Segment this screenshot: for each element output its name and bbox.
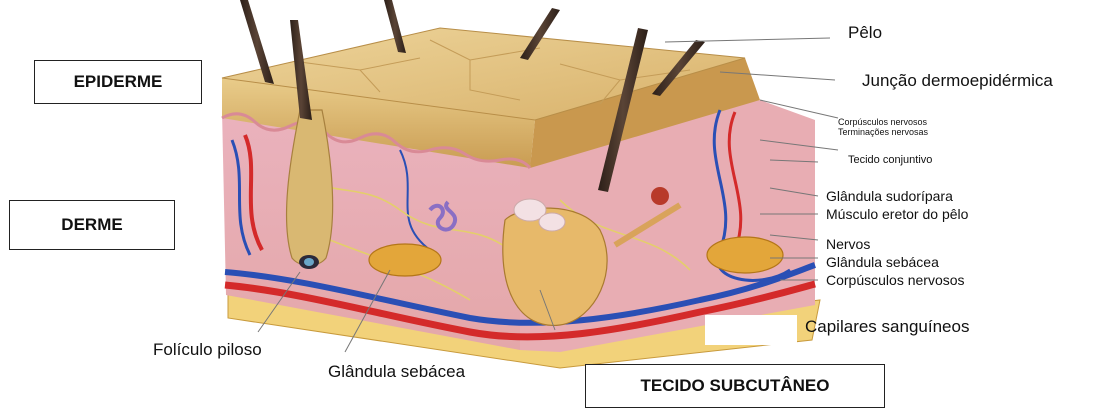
label-juncao: Junção dermoepidérmica [862,71,1053,91]
subcutaneo-box: TECIDO SUBCUTÂNEO [585,364,885,408]
label-pelo: Pêlo [848,23,882,43]
epiderme-box: EPIDERME [34,60,202,104]
sebaceous-gland [369,244,441,276]
label-foliculo: Folículo piloso [153,340,262,360]
label-capilares: Capilares sanguíneos [805,317,969,337]
derme-box: DERME [9,200,175,250]
label-tecido-conjuntivo: Tecido conjuntivo [848,154,932,166]
label-nervos: Nervos [826,236,870,252]
label-glandula-sebacea-right: Glândula sebácea [826,254,939,270]
label-corpusculos-right: Corpúsculos nervosos [826,272,965,288]
label-glandula-sebacea-bottom: Glândula sebácea [328,362,465,382]
label-terminacoes: Terminações nervosas [838,127,928,138]
label-glandula-sudoripara: Glândula sudorípara [826,188,953,204]
label-musculo-eretor: Músculo eretor do pêlo [826,206,968,222]
